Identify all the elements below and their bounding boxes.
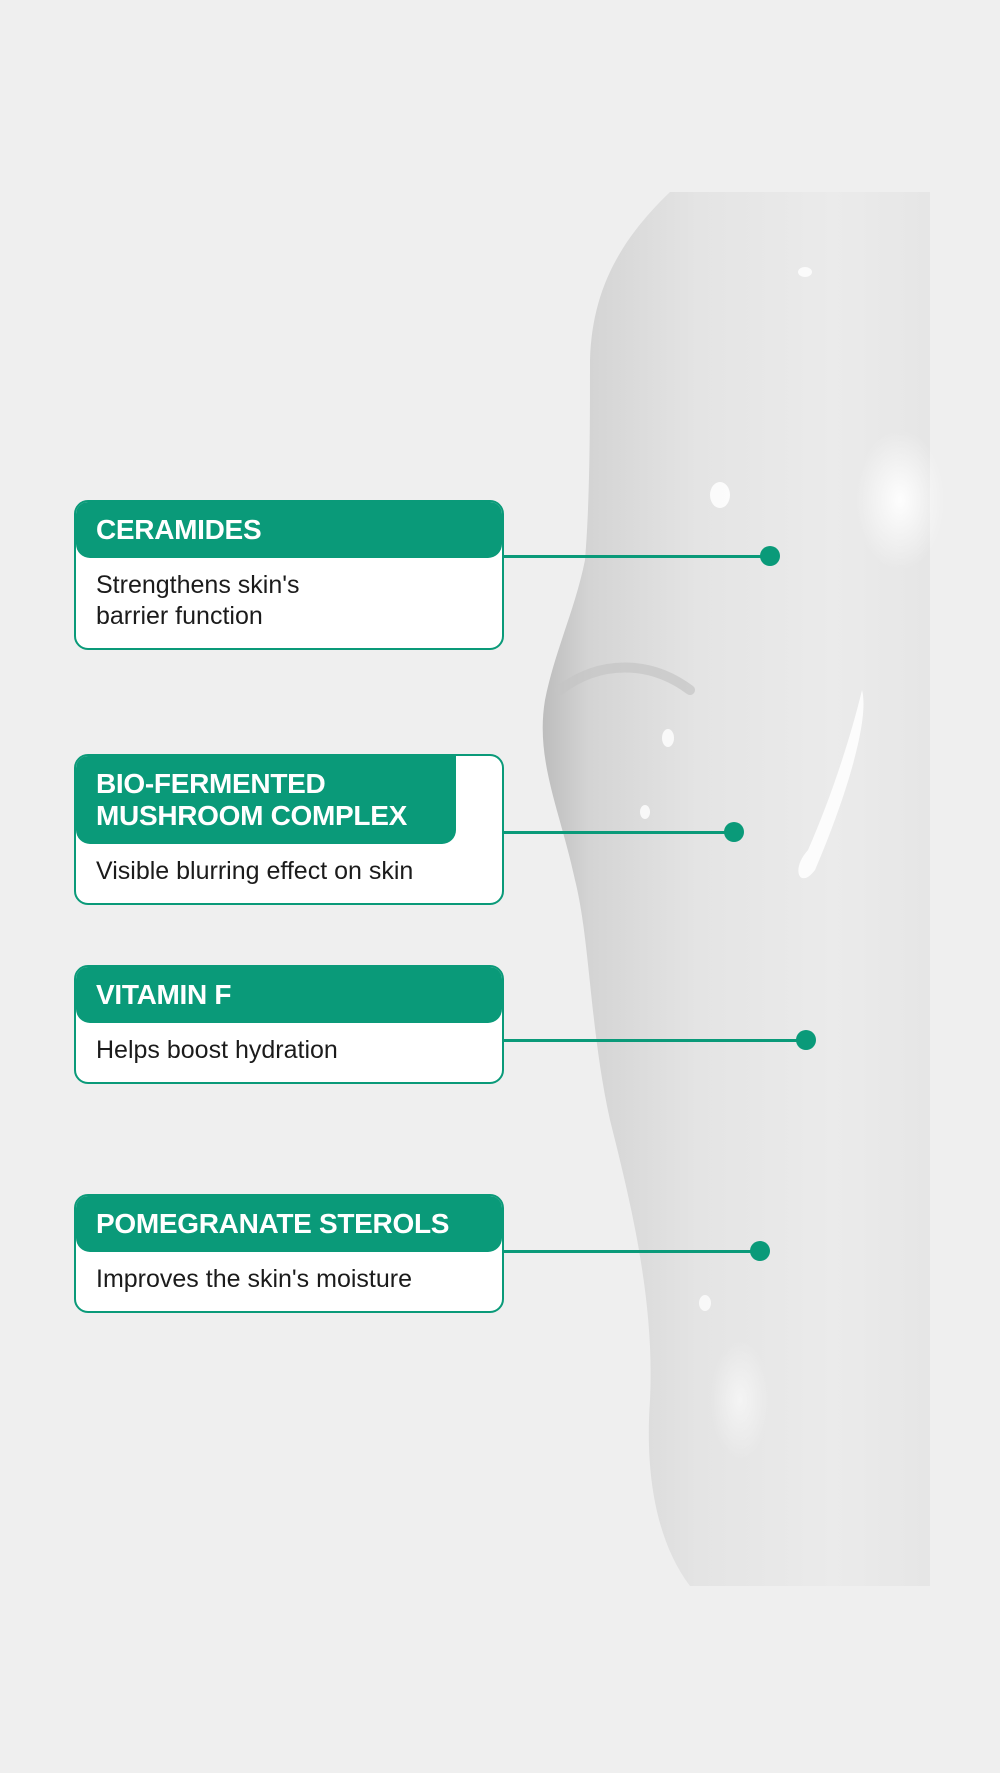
connector-line — [504, 1250, 760, 1253]
connector-dot — [760, 546, 780, 566]
ingredient-title: VITAMIN F — [76, 967, 502, 1023]
cream-highlight — [699, 1295, 711, 1311]
cream-shape — [542, 192, 930, 1586]
cream-highlight — [662, 729, 674, 747]
connector-line — [504, 831, 734, 834]
cream-highlight — [798, 690, 864, 879]
cream-highlight — [798, 267, 812, 277]
cream-highlight — [710, 482, 730, 508]
ingredient-title: CERAMIDES — [76, 502, 502, 558]
connector-dot — [796, 1030, 816, 1050]
cream-highlight — [855, 430, 945, 570]
ingredient-card-pomegranate-sterols: POMEGRANATE STEROLS Improves the skin's … — [74, 1194, 504, 1313]
connector-line — [504, 1039, 806, 1042]
ingredient-description: Improves the skin's moisture — [96, 1265, 412, 1293]
cream-highlight — [710, 1340, 770, 1460]
cream-highlight — [640, 805, 650, 819]
connector-dot — [750, 1241, 770, 1261]
ingredient-card-vitamin-f: VITAMIN F Helps boost hydration — [74, 965, 504, 1084]
ingredient-title: POMEGRANATE STEROLS — [76, 1196, 502, 1252]
connector-line — [504, 555, 770, 558]
ingredient-card-ceramides: CERAMIDES Strengthens skin's barrier fun… — [74, 500, 504, 650]
ingredient-description: Visible blurring effect on skin — [96, 857, 414, 885]
ingredient-description: Helps boost hydration — [96, 1036, 338, 1064]
ingredient-description: Strengthens skin's barrier function — [96, 571, 300, 630]
ingredient-card-mushroom-complex: BIO-FERMENTED MUSHROOM COMPLEX Visible b… — [74, 754, 504, 905]
ingredient-title: BIO-FERMENTED MUSHROOM COMPLEX — [76, 756, 456, 844]
connector-dot — [724, 822, 744, 842]
cream-crease — [555, 662, 695, 695]
